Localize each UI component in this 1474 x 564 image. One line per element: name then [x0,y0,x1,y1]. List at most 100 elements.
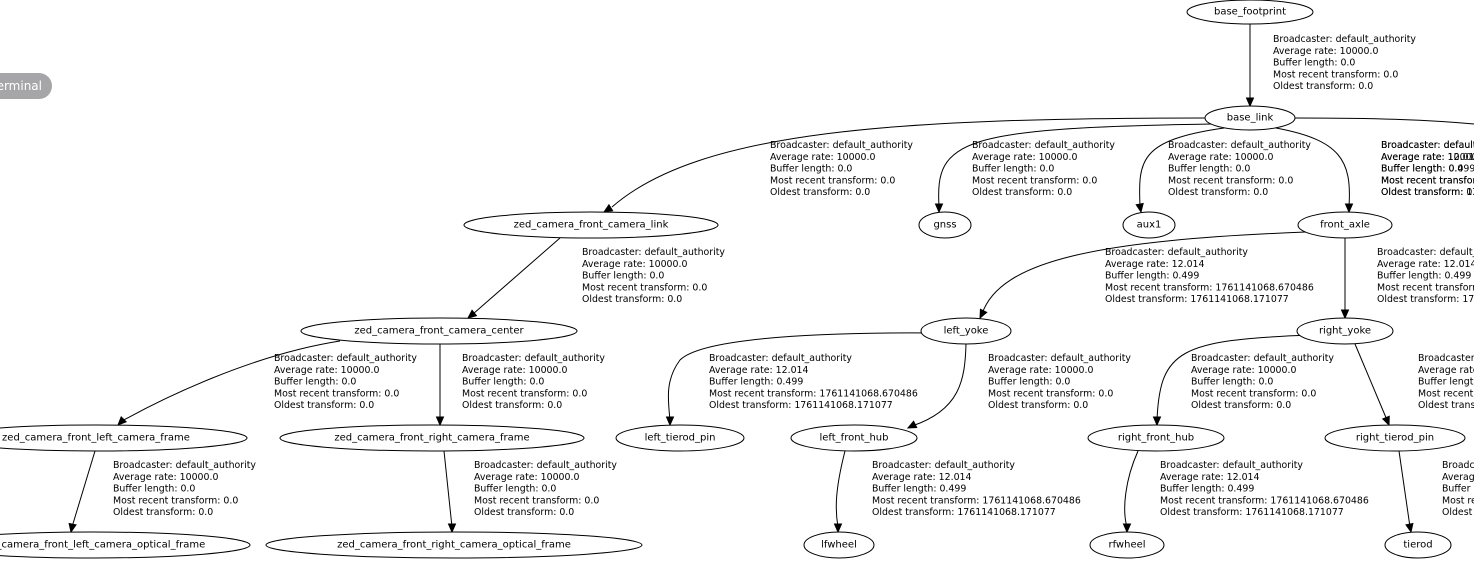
node-ellipse[interactable] [803,531,875,559]
node-zed_camera_front_left_camera_optical_frame[interactable]: zed_camera_front_left_camera_optical_fra… [0,531,251,559]
node-ellipse[interactable] [1297,211,1393,239]
node-label: zed_camera_front_right_camera_optical_fr… [337,540,571,551]
node-zed_camera_front_right_camera_optical_frame[interactable]: zed_camera_front_right_camera_optical_fr… [265,531,643,559]
edge-label-line: Most recent transform: 1761141068.670486 [872,495,1081,506]
edge-label-line: Broadcaster: default_authority [582,247,725,258]
node-ellipse[interactable] [279,424,585,452]
node-base_link[interactable]: base_link [1204,105,1296,131]
edge-label-line: Buffer length: 0.0 [582,271,664,282]
node-gnss[interactable]: gnss [918,211,972,239]
node-ellipse[interactable] [920,317,1012,345]
edge-label-line: Average rate: 12.014 [709,365,808,376]
node-left_front_hub[interactable]: left_front_hub [790,424,918,452]
node-label: right_tierod_pin [1356,433,1434,444]
node-left_yoke[interactable]: left_yoke [920,317,1012,345]
edge-label-line: Most recent transform: 1761141068.670486 [709,388,918,399]
edge-label-line: Broadcaster: default_authority [1377,247,1474,258]
node-zed_camera_front_right_camera_frame[interactable]: zed_camera_front_right_camera_frame [279,424,585,452]
node-label: left_yoke [944,326,989,337]
edge-label-line: Average rate: 10000.0 [988,365,1093,376]
edge-zed_camera_front_camera_link-to-zed_camera_front_camera_center [472,237,561,315]
arrowhead-icon [1405,522,1414,534]
node-ellipse[interactable] [1087,424,1225,452]
edge-label-line: Oldest transform: 0.0 [1191,400,1291,411]
node-ellipse[interactable] [1204,105,1296,131]
terminal-tooltip[interactable]: Terminal [0,73,52,99]
node-ellipse[interactable] [1186,0,1314,25]
node-ellipse[interactable] [1089,531,1165,559]
edge-label-line: Oldest transform: 0.0 [1381,187,1474,198]
node-ellipse[interactable] [300,317,578,345]
arrowhead-icon [435,416,445,427]
node-ellipse[interactable] [0,531,251,559]
edge-label-line: Oldest transform: 0.0 [474,507,574,518]
node-ellipse[interactable] [463,211,719,239]
node-label: base_link [1227,113,1274,124]
edge-label-line: Buffer length: 0.0 [1191,377,1273,388]
edge-base_link-to-(offscreen) [1294,117,1474,125]
node-right_yoke[interactable]: right_yoke [1296,317,1394,345]
edge-zed_camera_front_camera_center-to-zed_camera_front_left_camera_frame [121,340,341,422]
arrowhead-icon [467,309,478,319]
edge-label-line: Broadcaster: default_authority [872,460,1015,471]
node-base_footprint[interactable]: base_footprint [1186,0,1314,25]
node-label: zed_camera_front_right_camera_frame [334,433,529,444]
edge-left_yoke-to-left_front_hub [911,343,967,427]
edge-label-line: Buffer length: 0.499 [872,484,966,495]
node-tierod[interactable]: tierod [1384,531,1452,559]
edge-label-line: Buffer length: 0.0 [988,377,1070,388]
edge-label-line: Buffer length: 0.0 [1168,164,1250,175]
edge-label-line: Oldest transform: 0.0 [770,187,870,198]
node-lfwheel[interactable]: lfwheel [803,531,875,559]
edge-label-line: Buffer length: 0.0 [462,377,544,388]
edge-front_axle-to-left_yoke [981,231,1307,315]
edge-label-line: Average rate: 12.014 [1381,152,1474,163]
node-ellipse[interactable] [0,424,248,452]
node-rfwheel[interactable]: rfwheel [1089,531,1165,559]
edge-label-line: Most recent transform: 0.0 [988,388,1113,399]
node-ellipse[interactable] [265,531,643,559]
node-zed_camera_front_camera_link[interactable]: zed_camera_front_camera_link [463,211,719,239]
node-left_tierod_pin[interactable]: left_tierod_pin [615,424,745,452]
node-ellipse[interactable] [790,424,918,452]
edge-label-line: Oldest transform: 0.0 [988,400,1088,411]
node-zed_camera_front_left_camera_frame[interactable]: zed_camera_front_left_camera_frame [0,424,248,452]
edge-label-line: Average rate: 12.014 [872,472,971,483]
node-ellipse[interactable] [1122,211,1176,239]
node-right_tierod_pin[interactable]: right_tierod_pin [1324,424,1466,452]
arrowhead-icon [447,523,457,534]
node-ellipse[interactable] [615,424,745,452]
edge-label-line: Most recent transform: 0.0 [113,495,238,506]
edge-left_front_hub-to-lfwheel [835,450,846,528]
node-label: zed_camera_front_left_camera_frame [2,433,190,444]
node-zed_camera_front_camera_center[interactable]: zed_camera_front_camera_center [300,317,578,345]
node-front_axle[interactable]: front_axle [1297,211,1393,239]
edge-label-line: Oldest transform: 1761141068.171077 [872,507,1056,518]
edge-label-line: Oldest transform: 1761141068.171077 [1160,507,1344,518]
edge-label-line: Most recent transform: 0.0 [1381,175,1474,186]
node-ellipse[interactable] [1324,424,1466,452]
edge-base_link-to-zed_camera_front_camera_link [611,117,1209,208]
node-aux1[interactable]: aux1 [1122,211,1176,239]
edge-right_yoke-to-right_tierod_pin [1354,343,1388,421]
edge-label-line: Broadcaster: default_authority [1160,460,1303,471]
edge-label-line: Average rate: 12.014 [1377,259,1474,270]
node-label: lfwheel [821,540,857,551]
edge-label-line: Most recent transform: 1761141068.670486 [1418,388,1474,399]
node-ellipse[interactable] [918,211,972,239]
edge-label-line: Oldest transform: 0.0 [1168,187,1268,198]
edge-label-line: Broadcaster: default_authority [770,140,913,151]
node-label: left_front_hub [819,433,888,444]
node-ellipse[interactable] [1296,317,1394,345]
node-ellipse[interactable] [1384,531,1452,559]
edge-label-line: Average rate: 10000.0 [1273,46,1378,57]
node-right_front_hub[interactable]: right_front_hub [1087,424,1225,452]
